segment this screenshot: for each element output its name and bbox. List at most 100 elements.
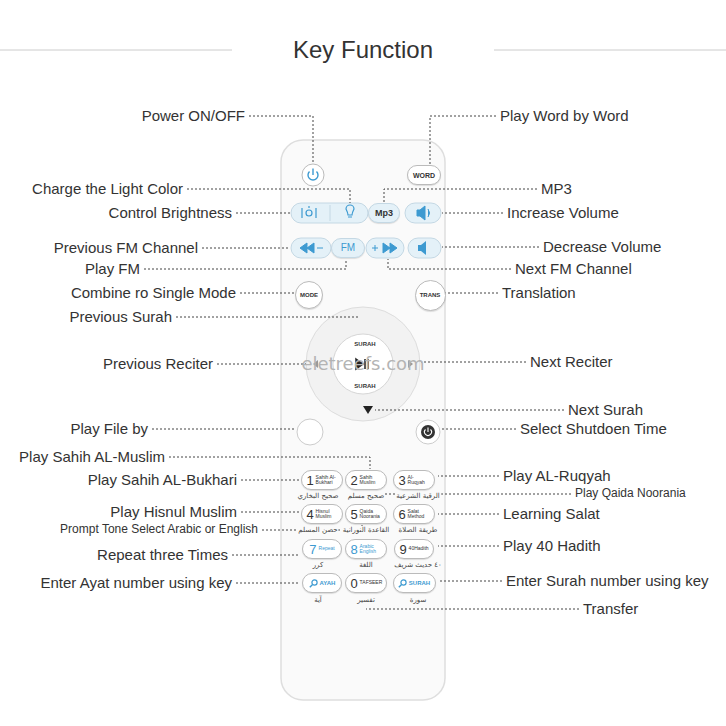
callout-label: MP3	[541, 180, 572, 197]
callout-label: Transfer	[583, 600, 638, 617]
button-key: 3Al-Ruqyah	[393, 470, 435, 490]
button-subtext: Qaida Noorania	[360, 509, 382, 520]
button-key: 2Sahih Muslim	[345, 470, 387, 490]
key-icon	[398, 579, 407, 588]
callout-label: Learning Salat	[503, 505, 600, 522]
button-text: WORD	[413, 172, 435, 179]
button-key: 0TAFSEER	[345, 573, 387, 593]
button-text: 8	[350, 543, 357, 556]
power-button	[302, 164, 324, 186]
callout-label: Increase Volume	[507, 204, 619, 221]
round-button: TRANS	[415, 280, 446, 311]
button-key: FM	[331, 238, 365, 258]
callout-label: Control Brightness	[109, 204, 232, 221]
button-key: 6Salat Method	[393, 504, 435, 524]
title-rule	[0, 50, 232, 51]
callout-label: Next Reciter	[530, 353, 613, 370]
arabic-caption: سورة	[409, 596, 428, 604]
remote-body	[281, 140, 445, 700]
button-text: 6	[398, 508, 405, 521]
button-text: Mp3	[375, 209, 393, 218]
button-text: TRANS	[420, 292, 441, 298]
diagram-title: Key Function	[293, 36, 433, 64]
callout-label: Play Qaida Noorania	[575, 487, 686, 501]
bulb-icon	[346, 205, 354, 217]
button-text: 3	[398, 474, 405, 487]
volume-up-button	[405, 203, 441, 223]
button-caption: SURAH	[354, 341, 375, 348]
callout-label: Play Hisnul Muslim	[110, 503, 237, 520]
arabic-caption: ٤٠ حديث شريف	[393, 561, 443, 569]
shutdown-button	[416, 420, 440, 444]
button-subtext: Sahih Al-Bukhari	[316, 475, 338, 486]
arabic-caption: صحيح البخاري	[296, 492, 339, 500]
button-text: 5	[350, 508, 357, 521]
divider	[330, 205, 331, 221]
down-arrow	[363, 406, 373, 414]
callout-label: Play FM	[85, 260, 140, 277]
button-key: 1Sahih Al-Bukhari	[301, 470, 343, 490]
callout-label: Play Word by Word	[500, 107, 629, 124]
key-icon	[309, 579, 318, 588]
volume-down-button	[408, 238, 441, 258]
button-key: WORD	[407, 165, 441, 185]
button-subtext: Al-Ruqyah	[408, 475, 430, 486]
shutdown-icon	[425, 428, 432, 436]
callout-label: Combine ro Single Mode	[71, 284, 236, 301]
button-key: 8Arabic English	[345, 539, 387, 559]
callout-label: Previous Surah	[69, 308, 172, 325]
button-subtext: Arabic English	[360, 544, 382, 555]
button-text: 2	[350, 474, 357, 487]
button-key: SURAH	[393, 573, 436, 593]
button-key: 5Qaida Noorania	[345, 504, 387, 524]
button-subtext: 40Hadith	[409, 546, 429, 551]
callout-label: Enter Surah number using key	[506, 572, 709, 589]
file-button	[297, 419, 323, 445]
callout-label: Decrease Volume	[543, 238, 661, 255]
button-key: 7Repeat	[302, 539, 342, 559]
arabic-caption: صحيح مسلم	[347, 492, 385, 500]
arabic-caption: اللغة	[358, 561, 374, 569]
callout-label: Play Sahih AL-Bukhari	[88, 471, 237, 488]
arabic-caption: آية	[313, 596, 323, 604]
button-key: AYAH	[302, 573, 342, 593]
button-text: FM	[341, 243, 355, 253]
arabic-caption: كرر	[312, 561, 325, 569]
button-subtext: TAFSEER	[360, 580, 382, 585]
callout-label: Select Shutdoen Time	[520, 420, 667, 437]
arabic-caption: تفسير	[356, 596, 376, 604]
callout-label: Prompt Tone Select Arabic or English	[60, 523, 258, 537]
callout-label: Play Sahih AL-Muslim	[19, 448, 165, 465]
button-text: 9	[399, 543, 406, 556]
callout-label: Previous Reciter	[103, 355, 213, 372]
button-text: AYAH	[320, 580, 336, 586]
arabic-caption: الرقية الشرعية	[395, 492, 441, 500]
next-icon	[372, 243, 397, 253]
button-key: 4Hisnul Muslim	[301, 504, 343, 524]
arabic-caption: القاعدة النورانية	[342, 526, 390, 534]
next-fm-button	[366, 238, 404, 258]
watermark: eletreefs.com	[301, 354, 424, 375]
prev-icon	[300, 243, 323, 253]
button-text: 0	[350, 577, 357, 590]
button-text: MODE	[300, 292, 318, 298]
button-subtext: Hisnul Muslim	[316, 509, 338, 520]
shutdown-icon	[421, 425, 435, 439]
callout-label: Enter Ayat number using key	[41, 574, 233, 591]
button-key: 940Hadith	[394, 539, 434, 559]
callout-label: Power ON/OFF	[142, 107, 245, 124]
button-text: 4	[306, 508, 313, 521]
light-button-pair	[291, 203, 368, 223]
arabic-caption: حصن المسلم	[297, 526, 338, 534]
button-key: Mp3	[368, 203, 400, 223]
callout-label: Play AL-Ruqyah	[503, 467, 611, 484]
callout-label: Charge the Light Color	[32, 180, 183, 197]
callout-label: Play 40 Hadith	[503, 537, 601, 554]
round-button: MODE	[295, 281, 323, 309]
button-subtext: Sahih Muslim	[360, 475, 382, 486]
title-rule	[494, 50, 726, 51]
button-caption: SURAH	[354, 383, 375, 390]
callout-label: Previous FM Channel	[54, 239, 198, 256]
power-icon	[308, 169, 318, 181]
